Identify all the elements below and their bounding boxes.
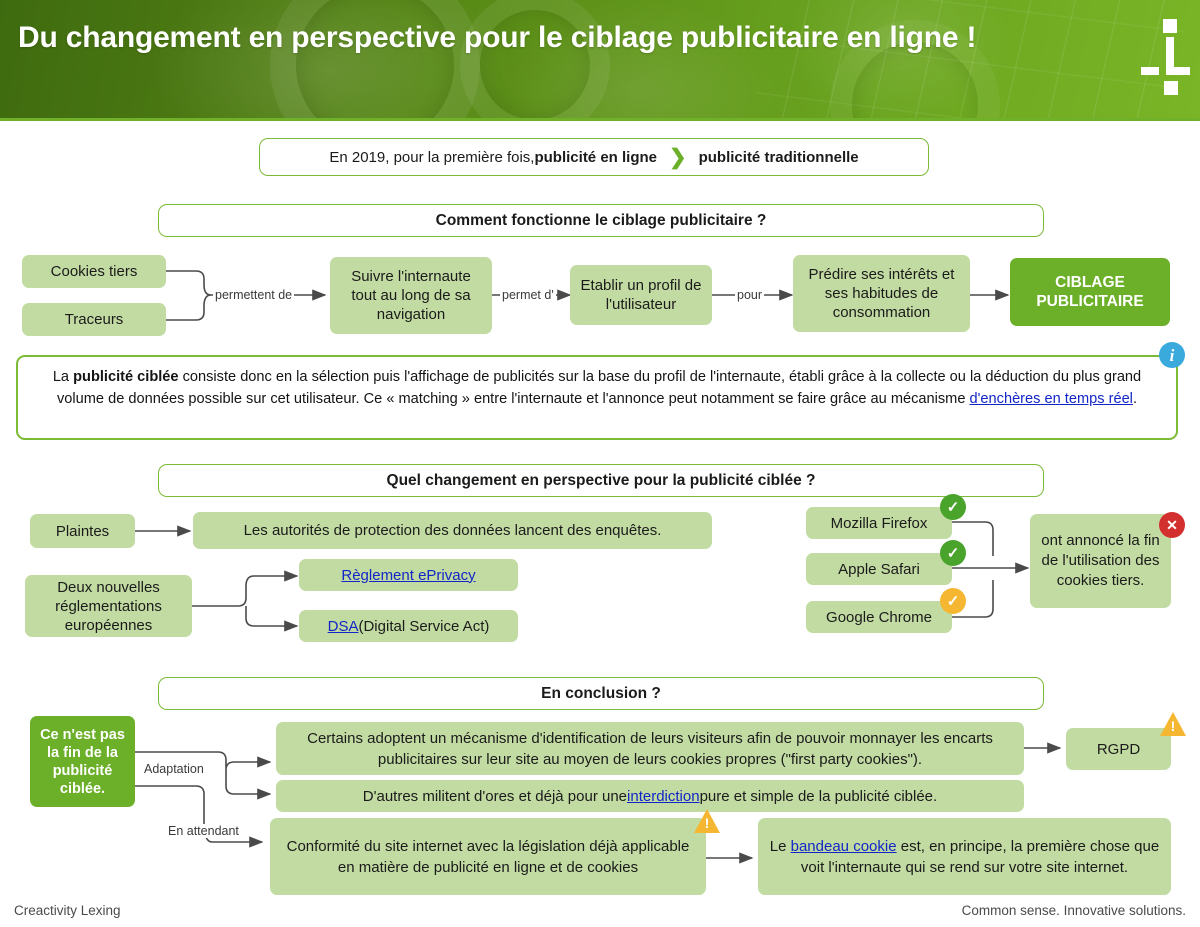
page-header: Du changement en perspective pour le cib… bbox=[0, 0, 1200, 120]
regulation-box-dsa: DSA (Digital Service Act) bbox=[299, 610, 518, 642]
browser-box-chrome: Google Chrome bbox=[806, 601, 952, 633]
intro-bold-left: publicité en ligne bbox=[534, 148, 657, 166]
regulation-link-dsa[interactable]: DSA bbox=[327, 617, 359, 635]
item2-link-interdiction[interactable]: interdiction bbox=[627, 787, 700, 805]
browser-box-firefox: Mozilla Firefox bbox=[806, 507, 952, 539]
info-note-box: La publicité ciblée consiste donc en la … bbox=[16, 355, 1178, 440]
intro-bold-right: publicité traditionnelle bbox=[698, 148, 859, 166]
check-badge-firefox: ✓ bbox=[940, 494, 966, 520]
footer-left-label: Creactivity Lexing bbox=[14, 903, 121, 918]
info-note-text-2: consiste donc en la sélection puis l'aff… bbox=[56, 369, 1142, 407]
check-badge-safari: ✓ bbox=[940, 540, 966, 566]
item4-before: Le bbox=[769, 837, 791, 855]
step-box-suivre: Suivre l'internaute tout au long de sa n… bbox=[330, 257, 492, 334]
footer-right-label: Common sense. Innovative solutions. bbox=[961, 903, 1186, 918]
conclusion-box-adaptation-2: D'autres militent d'ores et déjà pour un… bbox=[276, 780, 1024, 812]
target-box-rgpd: RGPD bbox=[1066, 728, 1171, 770]
item2-after: pure et simple de la publicité ciblée. bbox=[699, 787, 938, 805]
connector-label-pour: pour bbox=[735, 288, 765, 302]
info-note-link[interactable]: d'enchères en temps réel bbox=[969, 391, 1133, 407]
source-box-traceurs: Traceurs bbox=[22, 303, 166, 336]
verdict-box: Ce n'est pas la fin de la publicité cibl… bbox=[30, 716, 135, 807]
info-note-text-3: . bbox=[1132, 391, 1137, 407]
greater-than-icon: ❯ bbox=[669, 145, 687, 169]
step-box-predire: Prédire ses intérêts et ses habitudes de… bbox=[793, 255, 970, 332]
info-note-bold: publicité ciblée bbox=[73, 369, 179, 385]
info-note-text-1: La bbox=[52, 369, 74, 385]
check-badge-chrome: ✓ bbox=[940, 588, 966, 614]
cross-badge-cookies-tiers: ✕ bbox=[1159, 512, 1185, 538]
outcome-box-autorites: Les autorités de protection des données … bbox=[193, 512, 712, 549]
intro-statement-pill: En 2019, pour la première fois, publicit… bbox=[259, 138, 929, 176]
header-rule bbox=[0, 118, 1200, 121]
section-2-banner: Quel changement en perspective pour la p… bbox=[158, 464, 1044, 497]
page-title: Du changement en perspective pour le cib… bbox=[18, 21, 977, 54]
lexing-logo-icon bbox=[1141, 17, 1190, 99]
item4-after: est, en principe, la première chose que … bbox=[800, 837, 1160, 876]
result-box-ciblage-publicitaire: CIBLAGE PUBLICITAIRE bbox=[1010, 258, 1170, 326]
source-box-cookies: Cookies tiers bbox=[22, 255, 166, 288]
browser-box-safari: Apple Safari bbox=[806, 553, 952, 585]
step-box-profil: Etablir un profil de l'utilisateur bbox=[570, 265, 712, 325]
trigger-box-plaintes: Plaintes bbox=[30, 514, 135, 548]
regulation-link-eprivacy[interactable]: Règlement ePrivacy bbox=[341, 566, 476, 584]
conclusion-box-conformite: Conformité du site internet avec la légi… bbox=[270, 818, 706, 895]
source-box-reglementations: Deux nouvelles réglementations européenn… bbox=[25, 575, 192, 637]
connector-label-en-attendant: En attendant bbox=[166, 824, 241, 838]
section-1-banner: Comment fonctionne le ciblage publicitai… bbox=[158, 204, 1044, 237]
intro-prefix: En 2019, pour la première fois, bbox=[329, 148, 535, 166]
connector-label-permet-d: permet d' bbox=[500, 288, 556, 302]
item4-link-bandeau-cookie[interactable]: bandeau cookie bbox=[790, 837, 897, 855]
section-3-banner: En conclusion ? bbox=[158, 677, 1044, 710]
conclusion-box-adaptation-1: Certains adoptent un mécanisme d'identif… bbox=[276, 722, 1024, 775]
browsers-outcome-box: ont annoncé la fin de l'utilisation des … bbox=[1030, 514, 1171, 608]
conclusion-box-bandeau-cookie: Le bandeau cookie est, en principe, la p… bbox=[758, 818, 1171, 895]
info-badge-icon: i bbox=[1159, 342, 1185, 368]
connector-label-adaptation: Adaptation bbox=[142, 762, 206, 776]
connector-label-permettent-de: permettent de bbox=[213, 288, 295, 302]
item2-before: D'autres militent d'ores et déjà pour un… bbox=[362, 787, 628, 805]
regulation-box-eprivacy: Règlement ePrivacy bbox=[299, 559, 518, 591]
regulation-dsa-rest: (Digital Service Act) bbox=[358, 617, 490, 635]
